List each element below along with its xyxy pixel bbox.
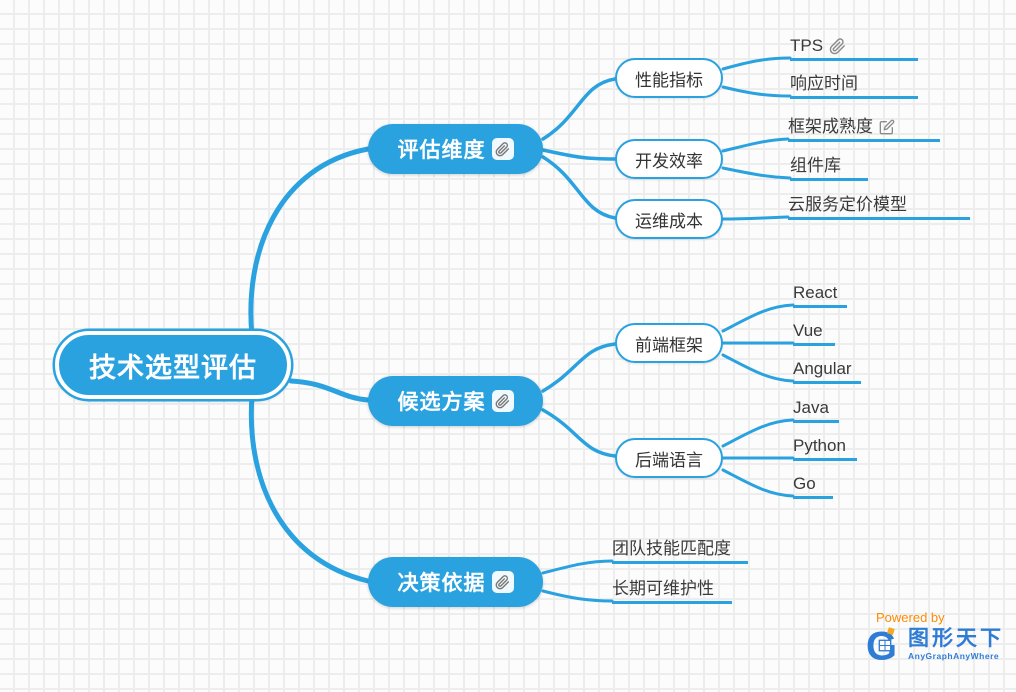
leaf-label: Angular (793, 359, 852, 378)
root-node-label: 技术选型评估 (89, 352, 257, 383)
leaf-label: React (793, 283, 838, 302)
brand-subtitle: AnyGraphAnyWhere (908, 651, 1000, 661)
node-dev-efficiency[interactable]: 开发效率 (615, 139, 723, 179)
leaf-cloud-pricing-model[interactable]: 云服务定价模型 (788, 193, 970, 220)
paperclip-icon[interactable] (491, 390, 514, 412)
leaf-java[interactable]: Java (793, 396, 839, 423)
watermark[interactable]: Powered by G 图形天下 AnyGraphAnyWhere (866, 610, 1012, 665)
leaf-label: 团队技能匹配度 (612, 539, 731, 558)
node-frontend-frameworks[interactable]: 前端框架 (615, 323, 723, 363)
node-label: 性能指标 (635, 70, 703, 90)
paperclip-icon[interactable] (829, 37, 846, 55)
brand-logo-icon: G (866, 627, 897, 665)
leaf-python[interactable]: Python (793, 434, 857, 461)
leaf-label: Java (793, 398, 829, 417)
node-performance-metrics[interactable]: 性能指标 (615, 58, 723, 98)
node-evaluation-dimensions[interactable]: 评估维度 (368, 124, 543, 174)
note-icon[interactable] (879, 119, 895, 135)
brand-name: 图形天下 (908, 627, 1004, 650)
paperclip-icon[interactable] (491, 138, 514, 160)
leaf-angular[interactable]: Angular (793, 357, 861, 384)
node-label: 运维成本 (635, 211, 703, 231)
paperclip-icon[interactable] (491, 571, 514, 593)
node-label: 前端框架 (635, 335, 703, 355)
node-label: 评估维度 (397, 139, 486, 162)
leaf-team-skill-match[interactable]: 团队技能匹配度 (612, 537, 748, 564)
leaf-framework-maturity[interactable]: 框架成熟度 (788, 115, 940, 142)
node-candidate-solutions[interactable]: 候选方案 (368, 376, 543, 426)
leaf-label: 框架成熟度 (788, 117, 873, 136)
powered-by-label: Powered by (876, 610, 945, 625)
leaf-label: Vue (793, 321, 823, 340)
leaf-label: Python (793, 436, 846, 455)
leaf-vue[interactable]: Vue (793, 319, 835, 346)
leaf-long-term-maintainability[interactable]: 长期可维护性 (612, 577, 732, 604)
node-backend-languages[interactable]: 后端语言 (615, 438, 723, 478)
node-ops-cost[interactable]: 运维成本 (615, 199, 723, 239)
node-label: 后端语言 (635, 450, 703, 470)
node-label: 开发效率 (635, 151, 703, 171)
leaf-label: 组件库 (790, 156, 841, 175)
node-label: 决策依据 (397, 572, 486, 595)
root-node[interactable]: 技术选型评估 (55, 331, 291, 399)
leaf-response-time[interactable]: 响应时间 (790, 72, 918, 99)
node-label: 候选方案 (397, 391, 486, 414)
leaf-go[interactable]: Go (793, 472, 833, 499)
leaf-label: Go (793, 474, 816, 493)
leaf-tps[interactable]: TPS (790, 34, 918, 61)
leaf-label: 云服务定价模型 (788, 195, 907, 214)
leaf-label: 响应时间 (790, 74, 858, 93)
leaf-label: TPS (790, 36, 824, 55)
leaf-component-library[interactable]: 组件库 (790, 154, 868, 181)
leaf-label: 长期可维护性 (612, 579, 714, 598)
leaf-react[interactable]: React (793, 281, 847, 308)
node-decision-basis[interactable]: 决策依据 (368, 557, 543, 607)
